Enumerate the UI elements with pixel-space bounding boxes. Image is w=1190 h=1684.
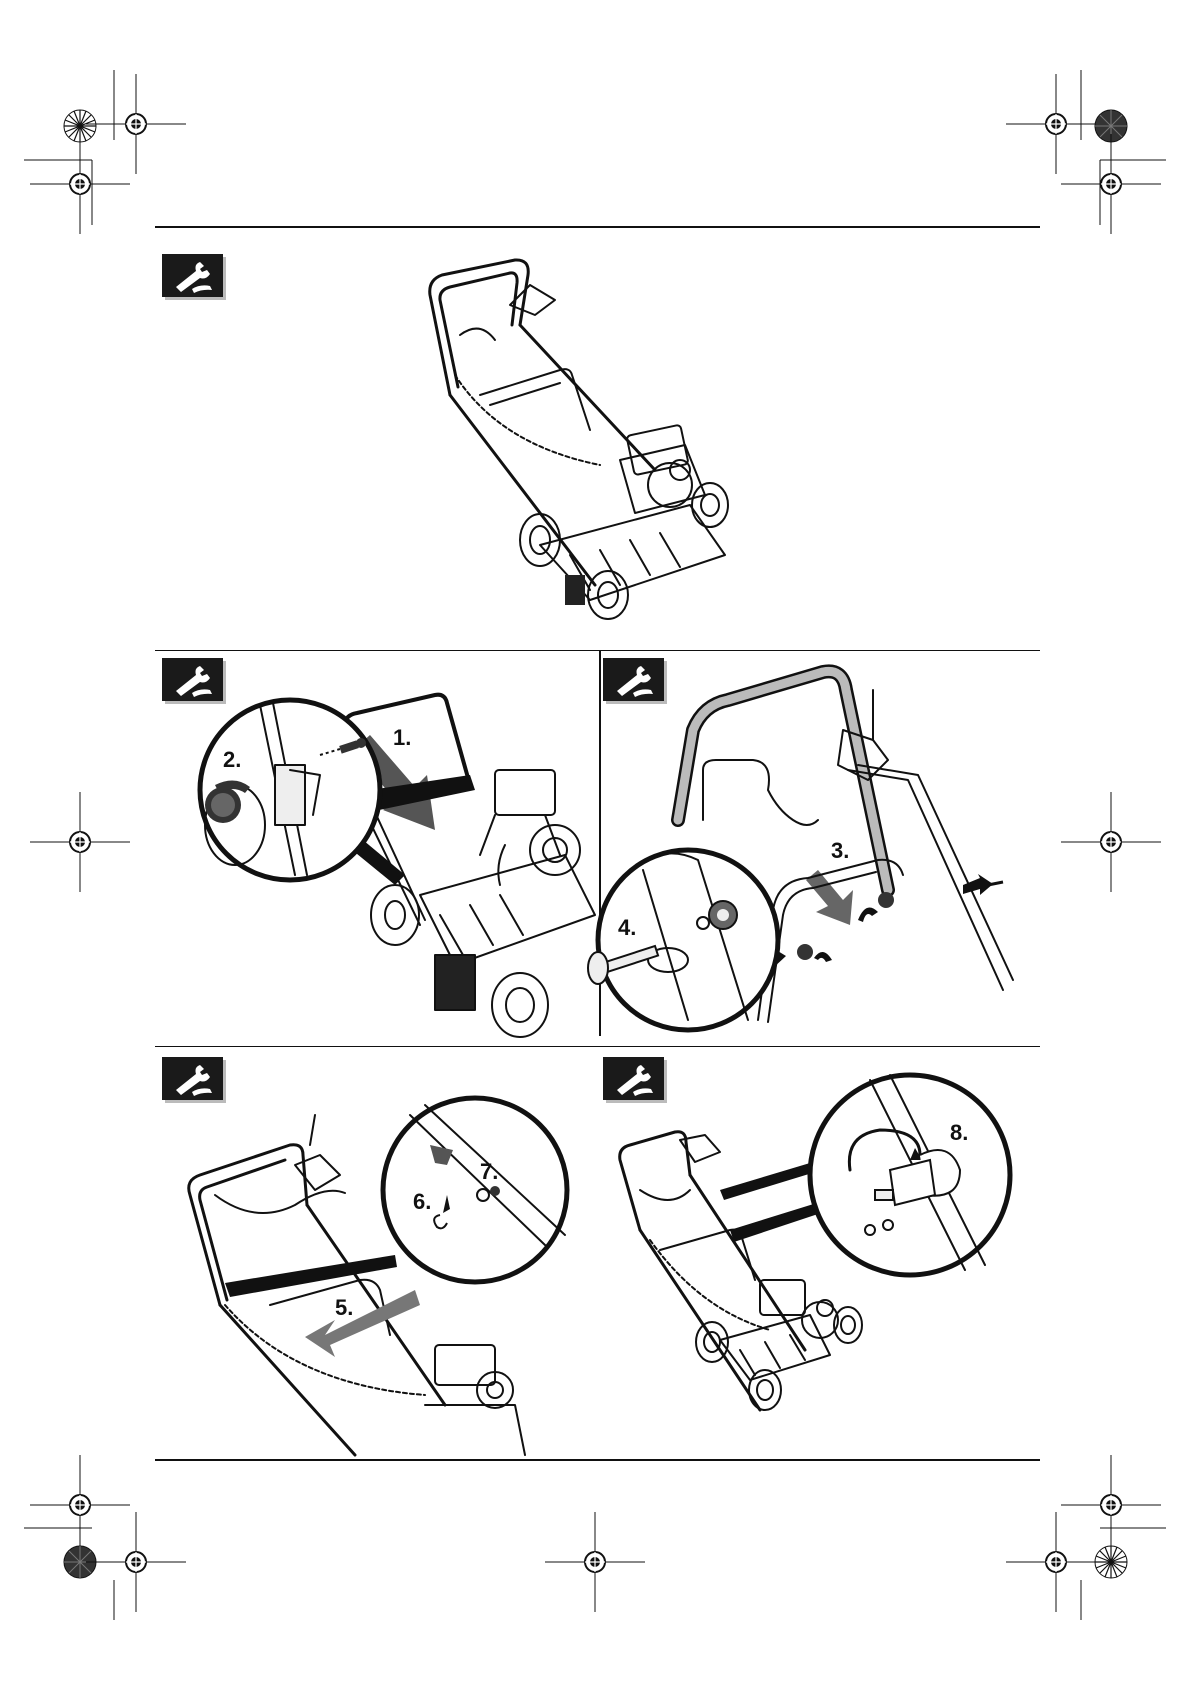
arrow-icon <box>305 1290 420 1357</box>
step-label: 1. <box>393 725 411 750</box>
cable-clip-illustration: 8. <box>620 1080 1040 1440</box>
step-label: 3. <box>831 838 849 863</box>
divider-row-1 <box>155 650 1040 651</box>
upper-handle-illustration: 3. 4. <box>608 660 1038 1040</box>
step-label: 6. <box>413 1189 431 1214</box>
top-rule <box>155 226 1040 228</box>
lower-handle-illustration: 1. 2. <box>195 675 595 1045</box>
step-label: 8. <box>950 1120 968 1145</box>
crop-marks-top <box>24 70 1166 225</box>
step-label: 2. <box>223 747 241 772</box>
wrench-hand-icon <box>162 1057 226 1103</box>
bottom-rule <box>155 1459 1040 1461</box>
step-label: 5. <box>335 1295 353 1320</box>
cable-routing-illustration: 5. 6. 7. <box>185 1105 585 1455</box>
overview-illustration <box>420 255 780 645</box>
step-label: 4. <box>618 915 636 940</box>
wrench-hand-icon <box>162 254 226 300</box>
divider-row-2 <box>155 1046 1040 1047</box>
arrow-icon <box>806 870 853 925</box>
step-label: 7. <box>480 1159 498 1184</box>
